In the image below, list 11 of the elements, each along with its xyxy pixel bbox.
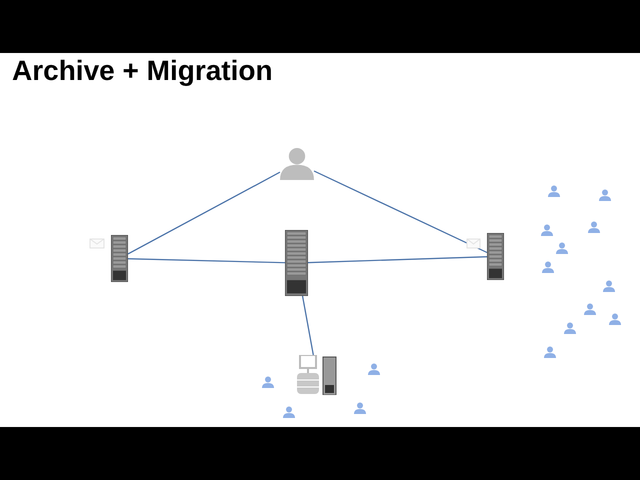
slide-title: Archive + Migration xyxy=(12,55,273,87)
server-icon xyxy=(487,233,504,280)
connector-line xyxy=(314,170,488,254)
connector-line xyxy=(308,256,488,264)
server-icon xyxy=(285,230,308,296)
connector-line xyxy=(128,172,280,254)
server-icon xyxy=(111,235,128,282)
connector-line xyxy=(302,296,314,356)
person-icon xyxy=(280,146,314,180)
connector-line xyxy=(128,258,286,264)
database-icon xyxy=(297,355,337,395)
